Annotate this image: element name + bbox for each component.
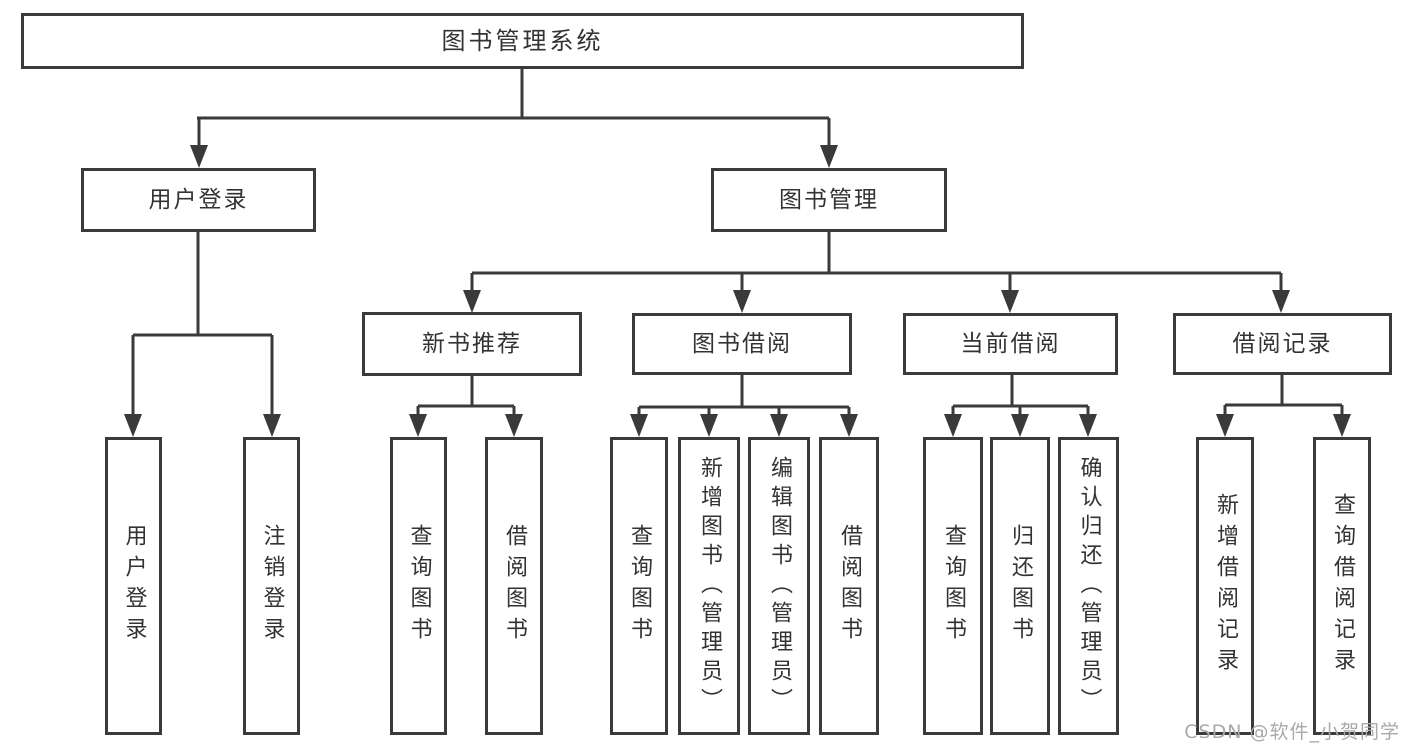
- connector-root-to-level2: [197, 69, 831, 160]
- leaf-query-books-under-recommend: 查询图书: [390, 437, 447, 735]
- connector-bookmgmt-to-level3: [470, 232, 1283, 306]
- leaf-query-books-under-current: 查询图书: [923, 437, 983, 735]
- node-user-login-group: 用户登录: [81, 168, 316, 232]
- leaf-borrow-books-under-borrowing: 借阅图书: [819, 437, 879, 735]
- connector-borrowrecords-to-leaves: [1223, 375, 1344, 430]
- leaf-logout: 注销登录: [243, 437, 300, 735]
- connector-userlogin-to-leaves: [131, 232, 274, 430]
- node-current-borrowing: 当前借阅: [903, 313, 1118, 375]
- leaf-query-borrow-record: 查询借阅记录: [1313, 437, 1371, 735]
- node-new-book-recommend: 新书推荐: [362, 312, 582, 376]
- node-book-management: 图书管理: [711, 168, 947, 232]
- node-root-library-system: 图书管理系统: [21, 13, 1024, 69]
- leaf-confirm-return-admin: 确认归还（管理员）: [1058, 437, 1119, 735]
- leaf-add-books-admin: 新增图书（管理员）: [678, 437, 740, 735]
- leaf-query-books-under-borrowing: 查询图书: [610, 437, 668, 735]
- leaf-return-books: 归还图书: [990, 437, 1050, 735]
- connector-bookborrow-to-leaves: [637, 375, 851, 430]
- connector-newbookrec-to-leaves: [416, 376, 516, 430]
- leaf-borrow-books-under-recommend: 借阅图书: [485, 437, 543, 735]
- node-book-borrowing: 图书借阅: [632, 313, 852, 375]
- leaf-edit-books-admin: 编辑图书（管理员）: [748, 437, 810, 735]
- leaf-user-login: 用户登录: [105, 437, 162, 735]
- csdn-watermark: CSDN @软件_小贺同学: [1184, 721, 1400, 743]
- node-borrowing-records: 借阅记录: [1173, 313, 1392, 375]
- leaf-add-borrow-record: 新增借阅记录: [1196, 437, 1254, 735]
